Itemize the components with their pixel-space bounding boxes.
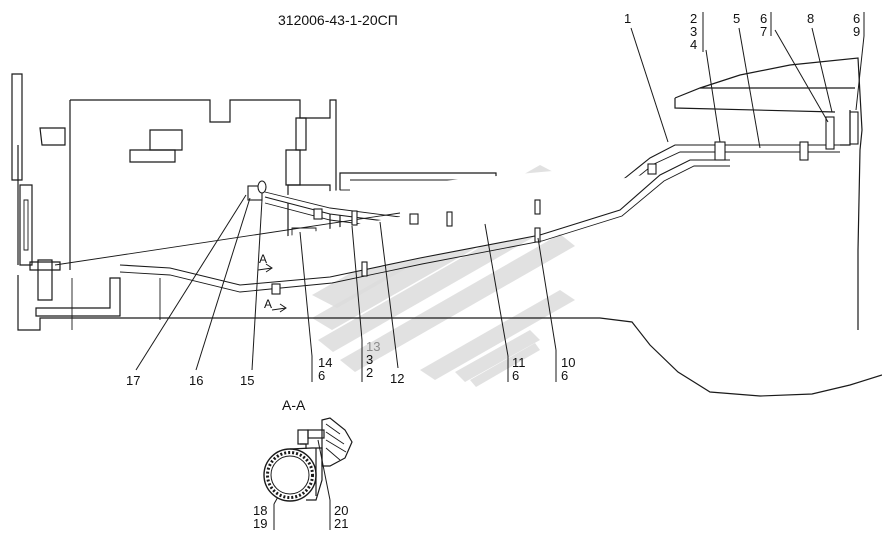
callout-17: 17 xyxy=(126,373,141,388)
section-detail xyxy=(263,417,353,502)
drawing-code: 312006-43-1-20СП xyxy=(278,12,398,28)
callout-8: 8 xyxy=(807,11,815,26)
section-label: А-А xyxy=(282,397,306,413)
hose-lower xyxy=(119,159,730,293)
hose-diagonal xyxy=(54,189,401,266)
callout-1: 1 xyxy=(624,11,632,26)
callout-5: 5 xyxy=(733,11,741,26)
pump-fitting xyxy=(247,180,267,201)
cut-marker-upper: А xyxy=(259,252,268,266)
callout-16: 16 xyxy=(189,373,204,388)
leader-lines xyxy=(135,12,865,530)
callout-12: 12 xyxy=(390,371,405,386)
clamps xyxy=(271,110,859,295)
section-cut-markers xyxy=(257,263,287,313)
callout-15: 15 xyxy=(240,373,255,388)
cut-marker-lower: А xyxy=(264,297,273,311)
